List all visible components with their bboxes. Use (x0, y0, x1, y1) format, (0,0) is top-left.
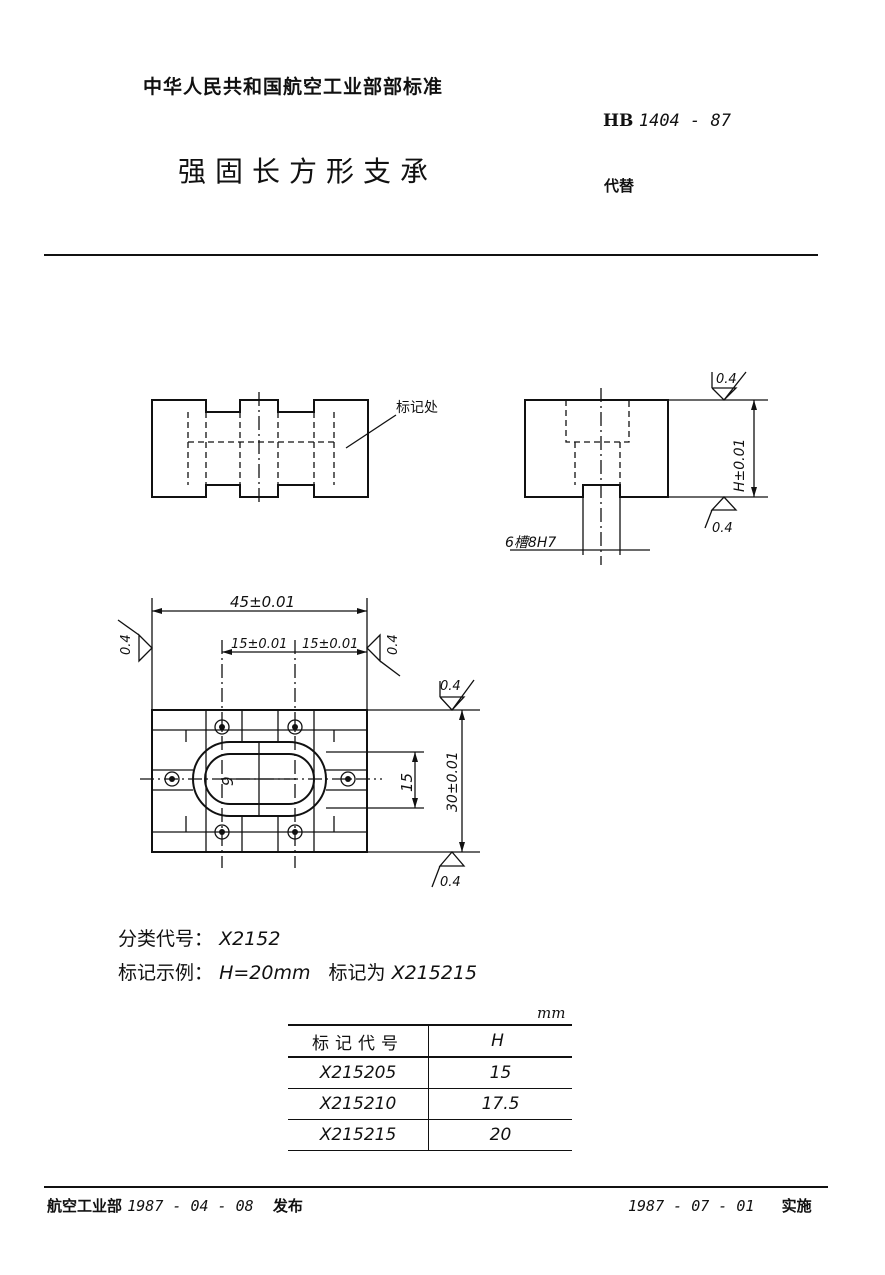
roughness-plan-left: 0.4 (119, 634, 134, 655)
dim-hole-label: 9 (219, 776, 237, 786)
roughness-plan-bottom: 0.4 (440, 875, 461, 890)
marked-as-code: X215215 (391, 962, 478, 984)
dim-slot-width-label: 15 (398, 773, 416, 792)
table-cell-code: X215205 (288, 1057, 429, 1089)
table-cell-h: 17.5 (428, 1088, 572, 1120)
footer-issue-label: 发布 (272, 1197, 303, 1215)
footer-effective: 1987 - 07 - 01 实施 (628, 1195, 812, 1216)
footer-effective-label: 实施 (781, 1197, 812, 1215)
organization-title: 中华人民共和国航空工业部部标准 (143, 76, 444, 98)
slot-label: 6槽8H7 (505, 535, 556, 551)
roughness-plan-right: 0.4 (386, 634, 401, 655)
side-view-outline (524, 399, 669, 498)
mark-location-label: 标记处 (396, 400, 438, 416)
example-label: 标记示例： (118, 962, 214, 984)
classification-code: X2152 (219, 928, 281, 950)
table-header-code: 标记代号 (288, 1024, 429, 1058)
table-row: X215215 20 (288, 1119, 572, 1151)
example-condition: H=20mm (219, 962, 311, 984)
table-header-h: H (428, 1024, 572, 1058)
standard-number: 1404 - 87 (638, 111, 731, 131)
standard-prefix: HB (603, 111, 634, 131)
table-cell-h: 20 (428, 1119, 572, 1151)
front-view-outline (151, 399, 369, 498)
standard-code: HB 1404 - 87 (603, 111, 731, 131)
footer-divider (44, 1186, 828, 1188)
document-title: 强固长方形支承 (178, 155, 438, 188)
roughness-plan-top: 0.4 (440, 679, 461, 694)
example-line: 标记示例： H=20mm 标记为 X215215 (118, 958, 477, 985)
dim-width-label: 30±0.01 (445, 751, 461, 812)
dim-h-label: H±0.01 (732, 439, 748, 492)
roughness-side-top: 0.4 (716, 372, 737, 387)
dim-pitch-left-label: 15±0.01 (231, 637, 287, 652)
table-row: X215205 15 (288, 1057, 572, 1089)
roughness-side-bottom: 0.4 (712, 521, 733, 536)
footer-effective-date: 1987 - 07 - 01 (628, 1197, 755, 1215)
marked-as-label: 标记为 (328, 962, 386, 984)
footer-issue-date: 1987 - 04 - 08 (127, 1197, 254, 1215)
marking-table: 标记代号 H X215205 15 X215210 17.5 X215215 2… (288, 1024, 572, 1151)
table-cell-code: X215215 (288, 1119, 429, 1151)
table-unit: mm (537, 1004, 566, 1022)
table-row: X215210 17.5 (288, 1088, 572, 1120)
technical-drawing: 标记处 0.4 0.4 H±0.01 6槽8H7 45±0.01 15±0.01… (117, 371, 768, 890)
dim-length-label: 45±0.01 (230, 593, 295, 611)
plan-view-outline (151, 709, 368, 853)
classification-label: 分类代号： (118, 928, 214, 950)
footer-issuer: 航空工业部 (47, 1197, 123, 1215)
classification-line: 分类代号： X2152 (118, 924, 280, 951)
table-header-row: 标记代号 H (288, 1024, 572, 1058)
header-divider (44, 254, 818, 256)
footer-issue: 航空工业部 1987 - 04 - 08 发布 (47, 1195, 303, 1216)
table-cell-code: X215210 (288, 1088, 429, 1120)
table-cell-h: 15 (428, 1057, 572, 1089)
dim-pitch-right-label: 15±0.01 (302, 637, 358, 652)
replaces-label: 代替 (604, 177, 635, 195)
